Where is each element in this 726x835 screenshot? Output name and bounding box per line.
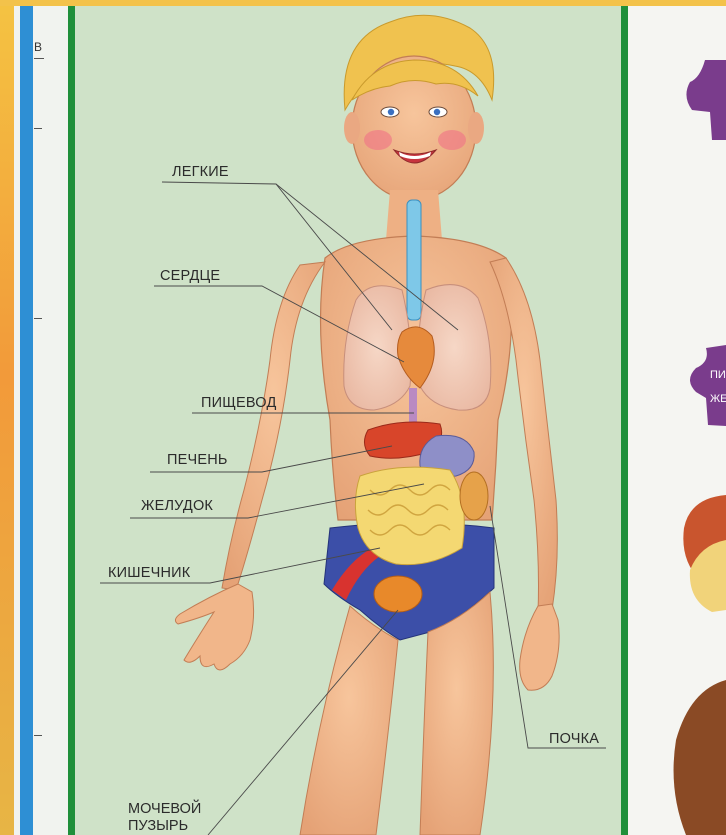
label-bladder-line2: ПУЗЫРЬ xyxy=(128,818,201,835)
puzzle-piece-top xyxy=(686,60,726,140)
label-esophagus: ПИЩЕВОД xyxy=(201,395,276,411)
hand-right xyxy=(520,604,559,690)
label-kidney: ПОЧКА xyxy=(549,731,599,747)
label-bladder: МОЧЕВОЙ ПУЗЫРЬ xyxy=(128,801,201,835)
kidney-organ xyxy=(460,472,488,520)
label-lungs: ЛЕГКИЕ xyxy=(172,164,229,180)
label-bladder-line1: МОЧЕВОЙ xyxy=(128,801,201,818)
iris-left xyxy=(388,109,394,115)
puzzle-text: ЖЕ xyxy=(710,393,726,405)
leg-left xyxy=(300,606,398,835)
trachea xyxy=(407,200,421,320)
iris-right xyxy=(434,109,440,115)
label-liver: ПЕЧЕНЬ xyxy=(167,452,228,468)
label-intestine: КИШЕЧНИК xyxy=(108,565,190,581)
hand-left xyxy=(175,584,253,670)
puzzle-text: ПИ xyxy=(710,369,726,381)
label-stomach: ЖЕЛУДОК xyxy=(141,498,213,514)
label-heart: СЕРДЦЕ xyxy=(160,268,220,284)
ear-right xyxy=(468,112,484,144)
puzzle-piece-middle xyxy=(690,345,726,426)
cheek-left xyxy=(364,130,392,150)
cheek-right xyxy=(438,130,466,150)
bladder-organ xyxy=(374,576,422,612)
side-organ-brown xyxy=(674,680,726,835)
ear-left xyxy=(344,112,360,144)
